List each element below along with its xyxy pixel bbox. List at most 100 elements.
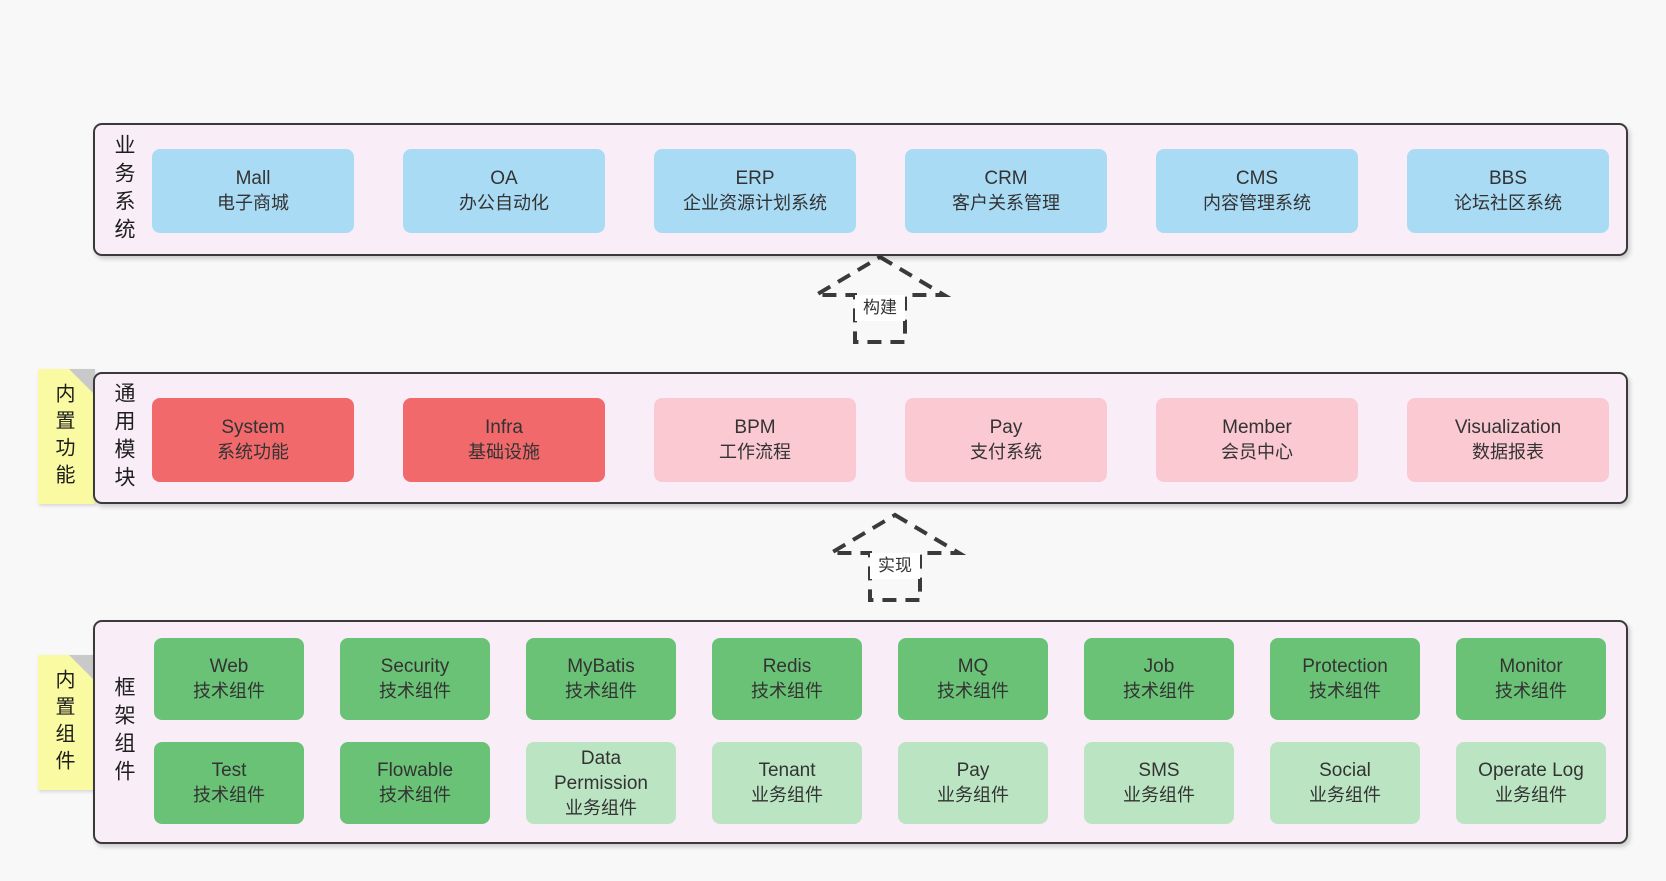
implement-arrow: 实现 [823,511,967,605]
component-box-social: Social 业务组件 [1270,742,1420,824]
box-name: CMS [1235,168,1279,189]
section-side-label: 业务系统 [112,133,135,246]
sticky-note-built-in-components: 内置组件 [38,655,95,790]
component-box-visualization: Visualization 数据报表 [1407,398,1609,482]
box-name: Data Permission [554,747,648,794]
box-desc: 业务组件 [1123,785,1195,805]
box-desc: 业务组件 [751,785,823,805]
component-box-security: Security 技术组件 [340,638,490,720]
component-box-monitor: Monitor 技术组件 [1456,638,1606,720]
component-box-redis: Redis 技术组件 [712,638,862,720]
box-name: OA [490,168,518,189]
box-name: Job [1143,656,1175,677]
dashed-up-arrow-icon [808,254,952,344]
box-desc: 技术组件 [379,785,451,805]
box-name: BBS [1488,168,1528,189]
box-desc: 技术组件 [1309,681,1381,701]
section-side-label: 框架组件 [112,676,135,788]
box-desc: 业务组件 [1309,785,1381,805]
box-name: Visualization [1454,417,1562,438]
box-name: Monitor [1499,656,1563,677]
box-desc: 电子商城 [217,193,289,213]
component-box-test: Test 技术组件 [154,742,304,824]
box-desc: 技术组件 [193,785,265,805]
component-box-crm: CRM 客户关系管理 [905,149,1107,233]
box-desc: 办公自动化 [459,193,549,213]
box-desc: 系统功能 [217,442,289,462]
box-desc: 工作流程 [719,442,791,462]
component-box-infra: Infra 基础设施 [403,398,605,482]
component-box-job: Job 技术组件 [1084,638,1234,720]
box-name: Pay [989,417,1023,438]
component-box-bbs: BBS 论坛社区系统 [1407,149,1609,233]
box-desc: 技术组件 [1123,681,1195,701]
box-desc: 技术组件 [379,681,451,701]
build-arrow-label: 构建 [855,295,905,321]
component-box-protection: Protection 技术组件 [1270,638,1420,720]
box-name: Protection [1302,656,1388,677]
box-name: Redis [762,656,812,677]
box-name: MyBatis [567,656,635,677]
component-box-mall: Mall 电子商城 [152,149,354,233]
component-box-system: System 系统功能 [152,398,354,482]
box-desc: 会员中心 [1221,442,1293,462]
box-name: Operate Log [1478,760,1584,781]
component-box-mq: MQ 技术组件 [898,638,1048,720]
box-desc: 技术组件 [565,681,637,701]
box-desc: 业务组件 [565,797,637,818]
box-desc: 企业资源计划系统 [683,193,827,213]
component-box-sms: SMS 业务组件 [1084,742,1234,824]
box-desc: 业务组件 [937,785,1009,805]
component-box-member: Member 会员中心 [1156,398,1358,482]
box-desc: 基础设施 [468,442,540,462]
box-name: System [221,417,285,438]
box-name: Pay [956,760,990,781]
box-desc: 业务组件 [1495,785,1567,805]
box-name: Web [209,656,249,677]
modules-boxes-row: System 系统功能 Infra 基础设施 BPM 工作流程 Pay 支付系统 Member 会… [95,398,1626,482]
box-desc: 技术组件 [751,681,823,701]
box-desc: 数据报表 [1472,442,1544,462]
component-box-bpm: BPM 工作流程 [654,398,856,482]
box-name: SMS [1138,760,1180,781]
box-name: Flowable [376,760,454,781]
box-name: Social [1319,760,1371,781]
box-name: Infra [484,417,524,438]
component-box-erp: ERP 企业资源计划系统 [654,149,856,233]
box-desc: 技术组件 [937,681,1009,701]
dashed-up-arrow-icon [823,512,967,602]
component-box-mybatis: MyBatis 技术组件 [526,638,676,720]
component-box-operate-log: Operate Log 业务组件 [1456,742,1606,824]
box-name: MQ [957,656,989,677]
box-name: ERP [735,168,775,189]
component-box-data-permission: Data Permission 业务组件 [526,742,676,824]
component-box-pay: Pay 业务组件 [898,742,1048,824]
implement-arrow-label: 实现 [870,553,920,579]
business-boxes-row: Mall 电子商城 OA 办公自动化 ERP 企业资源计划系统 CRM 客户关系管理 CMS 内容… [95,149,1626,233]
sticky-note-label: 内置组件 [52,668,74,777]
component-box-tenant: Tenant 业务组件 [712,742,862,824]
box-desc: 客户关系管理 [952,193,1060,213]
component-box-oa: OA 办公自动化 [403,149,605,233]
box-desc: 支付系统 [970,442,1042,462]
box-name: Security [380,656,450,677]
sticky-note-label: 内置功能 [52,382,74,491]
section-side-label: 通用模块 [112,382,135,494]
component-box-cms: CMS 内容管理系统 [1156,149,1358,233]
box-desc: 技术组件 [1495,681,1567,701]
box-name: Test [211,760,247,781]
component-box-flowable: Flowable 技术组件 [340,742,490,824]
box-desc: 内容管理系统 [1203,193,1311,213]
box-name: Member [1222,417,1292,438]
box-name: BPM [734,417,776,438]
box-desc: 论坛社区系统 [1454,193,1562,213]
section-common-modules: 通用模块 System 系统功能 Infra 基础设施 BPM 工作流程 Pay 支付系统 Me… [93,372,1628,504]
box-name: Mall [235,168,271,189]
box-name: CRM [984,168,1028,189]
box-name: Tenant [758,760,816,781]
build-arrow: 构建 [808,253,952,347]
